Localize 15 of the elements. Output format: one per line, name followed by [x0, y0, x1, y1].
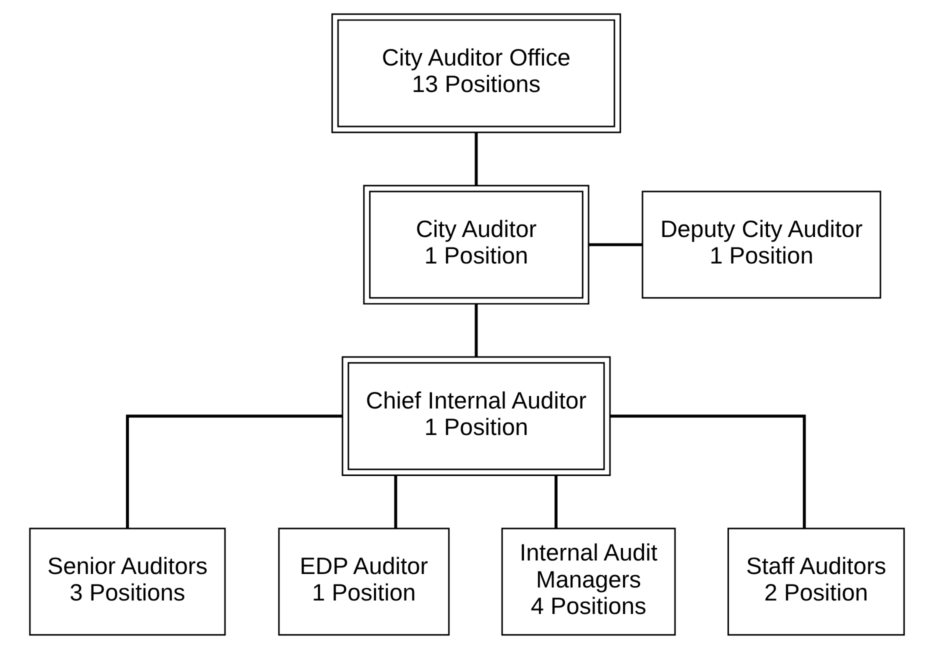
node-box: Internal Audit Managers 4 Positions — [500, 528, 676, 636]
node-box: City Auditor Office 13 Positions — [330, 13, 621, 134]
connector — [474, 304, 478, 357]
connector — [125, 414, 342, 528]
node-box: Senior Auditors 3 Positions — [28, 528, 226, 636]
connector — [610, 414, 806, 528]
node-box: Staff Auditors 2 Position — [726, 528, 904, 636]
node-box: Deputy City Auditor 1 Position — [641, 190, 881, 299]
node-box: City Auditor 1 Position — [362, 184, 589, 305]
connector — [394, 475, 397, 528]
node-box: Chief Internal Auditor 1 Position — [341, 356, 610, 476]
connector — [588, 243, 642, 246]
connector — [554, 475, 558, 528]
node-box: EDP Auditor 1 Position — [278, 528, 450, 636]
connector — [474, 132, 478, 186]
